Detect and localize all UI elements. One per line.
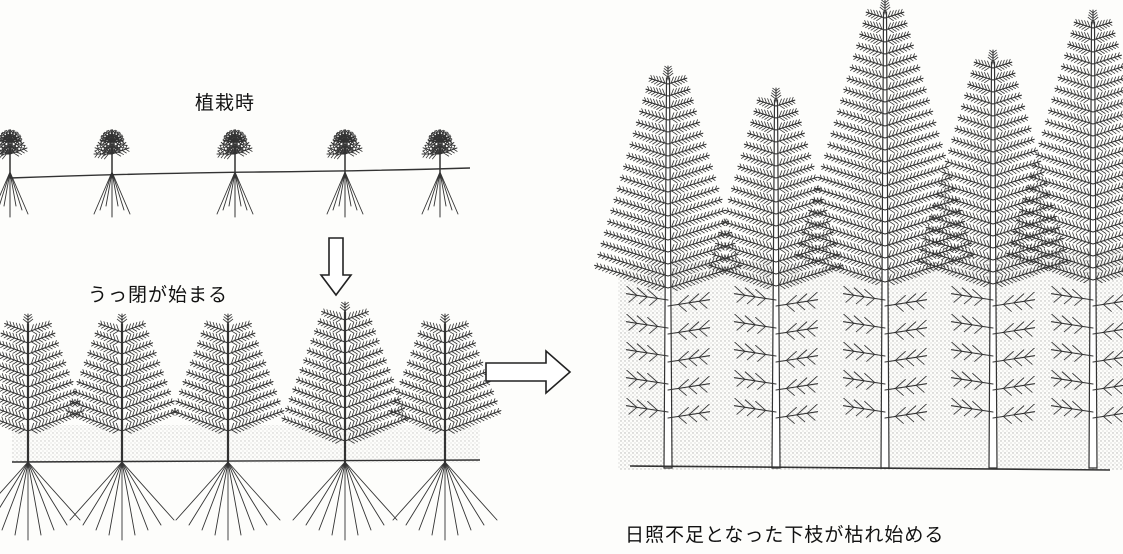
mature-tree [915, 49, 1071, 469]
branch-dieback-caption: 日照不足となった下枝が枯れ始める [625, 524, 945, 546]
canopy-ground-line [11, 459, 481, 463]
young-tree [0, 313, 85, 464]
canopy-closure-caption: うっ閉が始まる [88, 284, 229, 306]
hollow-down-arrow-icon [319, 237, 353, 297]
mature-tree [1006, 9, 1123, 469]
stand-ground-line [629, 465, 1111, 471]
mature-stand-panel [594, 0, 1123, 471]
mature-tree [795, 0, 975, 469]
tree-roots [292, 461, 398, 541]
hollow-right-arrow-icon [485, 349, 572, 395]
mature-tree [708, 87, 844, 469]
tree-roots [175, 461, 281, 541]
seedling [0, 129, 29, 218]
tree-roots [0, 461, 81, 541]
planting-ground-line [9, 167, 471, 179]
seedling [93, 129, 131, 218]
young-tree [281, 301, 409, 464]
planting-caption: 植栽時 [195, 92, 256, 114]
young-tree [65, 313, 179, 464]
mature-tree [594, 65, 742, 469]
canopy-closure-panel [0, 301, 502, 541]
young-tree [171, 313, 285, 464]
seedling [326, 129, 364, 218]
seedling [216, 129, 254, 218]
seedling [421, 129, 459, 218]
tree-roots [69, 461, 175, 541]
planting-panel [0, 129, 471, 218]
young-tree [388, 313, 502, 464]
tree-roots [392, 461, 498, 541]
